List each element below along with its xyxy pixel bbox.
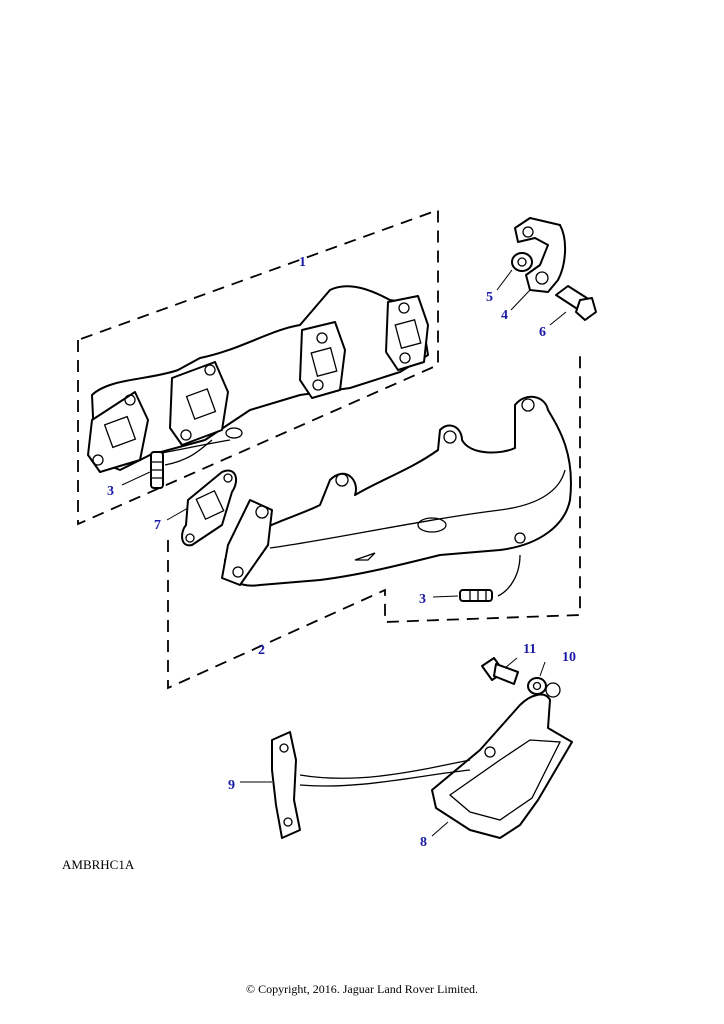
bolt-11[interactable] bbox=[481, 657, 519, 685]
callout-11: 11 bbox=[523, 642, 536, 657]
washer-10[interactable] bbox=[527, 677, 547, 695]
gasket-7[interactable] bbox=[181, 469, 238, 547]
leader-lines bbox=[121, 269, 567, 837]
callout-10: 10 bbox=[562, 650, 576, 665]
callout-4: 4 bbox=[501, 308, 508, 323]
group-box-1 bbox=[77, 208, 439, 526]
callout-3b: 3 bbox=[419, 592, 426, 607]
callout-labels: 1 2 3 3 4 5 6 7 8 9 10 11 bbox=[107, 255, 576, 850]
group-box-2 bbox=[167, 352, 581, 690]
callout-1: 1 bbox=[299, 255, 306, 270]
callout-5: 5 bbox=[486, 290, 493, 305]
copyright-notice: © Copyright, 2016. Jaguar Land Rover Lim… bbox=[245, 982, 479, 996]
stud-upper[interactable] bbox=[150, 439, 213, 489]
support-strap-9[interactable] bbox=[271, 731, 471, 839]
callout-2: 2 bbox=[258, 643, 265, 658]
bolt-6[interactable] bbox=[555, 285, 597, 321]
exhaust-manifold-upper[interactable] bbox=[87, 285, 429, 473]
callout-6: 6 bbox=[539, 325, 546, 340]
callout-3a: 3 bbox=[107, 484, 114, 499]
diagram-reference-code: AMBRHC1A bbox=[62, 857, 135, 872]
heat-shield-bracket-top[interactable] bbox=[514, 217, 566, 293]
callout-9: 9 bbox=[228, 778, 235, 793]
callout-7: 7 bbox=[154, 518, 161, 533]
exhaust-manifold-lower[interactable] bbox=[221, 395, 572, 587]
heat-shield-8[interactable] bbox=[431, 682, 573, 839]
stud-lower[interactable] bbox=[459, 554, 521, 602]
washer-5[interactable] bbox=[511, 252, 533, 272]
callout-8: 8 bbox=[420, 835, 427, 850]
